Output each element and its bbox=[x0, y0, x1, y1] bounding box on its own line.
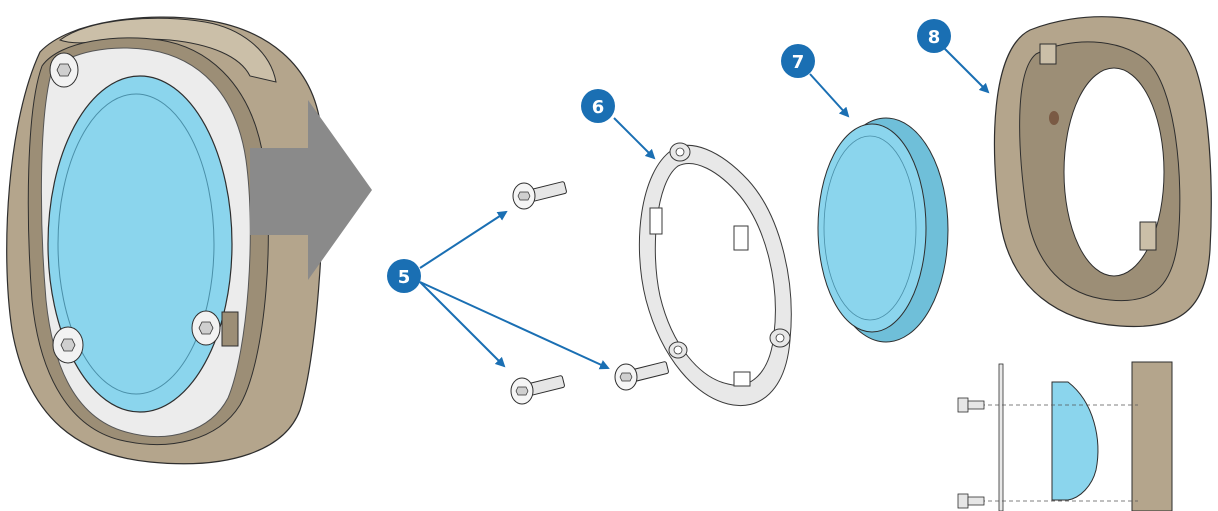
section-screw-bottom bbox=[958, 494, 984, 508]
loose-screw-top bbox=[513, 181, 567, 209]
assembled-screw-top bbox=[50, 53, 78, 87]
loose-lens-face bbox=[818, 124, 926, 332]
loose-screw-bottom-right bbox=[615, 361, 669, 390]
assembled-holder-notch bbox=[222, 312, 238, 346]
section-housing bbox=[1132, 362, 1172, 511]
loose-lens bbox=[818, 118, 948, 342]
callout-7-label: 7 bbox=[792, 52, 805, 73]
section-plate bbox=[999, 364, 1003, 511]
section-lens bbox=[1052, 382, 1098, 500]
lens-holder bbox=[994, 17, 1211, 327]
cross-section-inset bbox=[958, 362, 1172, 511]
loose-screw-bottom-left bbox=[511, 375, 565, 404]
leader-7 bbox=[810, 74, 848, 116]
leader-5-top bbox=[420, 212, 506, 268]
callout-5: 5 bbox=[387, 259, 421, 293]
assembled-lens-holder bbox=[7, 17, 323, 464]
assembled-lens bbox=[48, 76, 232, 412]
leader-6 bbox=[614, 118, 654, 158]
leader-5-bottom-left bbox=[420, 282, 504, 366]
assembled-screw-bottom bbox=[53, 327, 83, 363]
callout-6: 6 bbox=[581, 89, 615, 123]
callout-8-label: 8 bbox=[928, 27, 941, 48]
section-screw-top bbox=[958, 398, 984, 412]
callout-5-label: 5 bbox=[398, 267, 411, 288]
callout-6-label: 6 bbox=[592, 97, 605, 118]
leader-5-bottom-right bbox=[420, 282, 608, 368]
callout-8: 8 bbox=[917, 19, 951, 53]
callout-7: 7 bbox=[781, 44, 815, 78]
assembled-screw-right bbox=[192, 311, 220, 345]
leader-8 bbox=[944, 48, 988, 92]
